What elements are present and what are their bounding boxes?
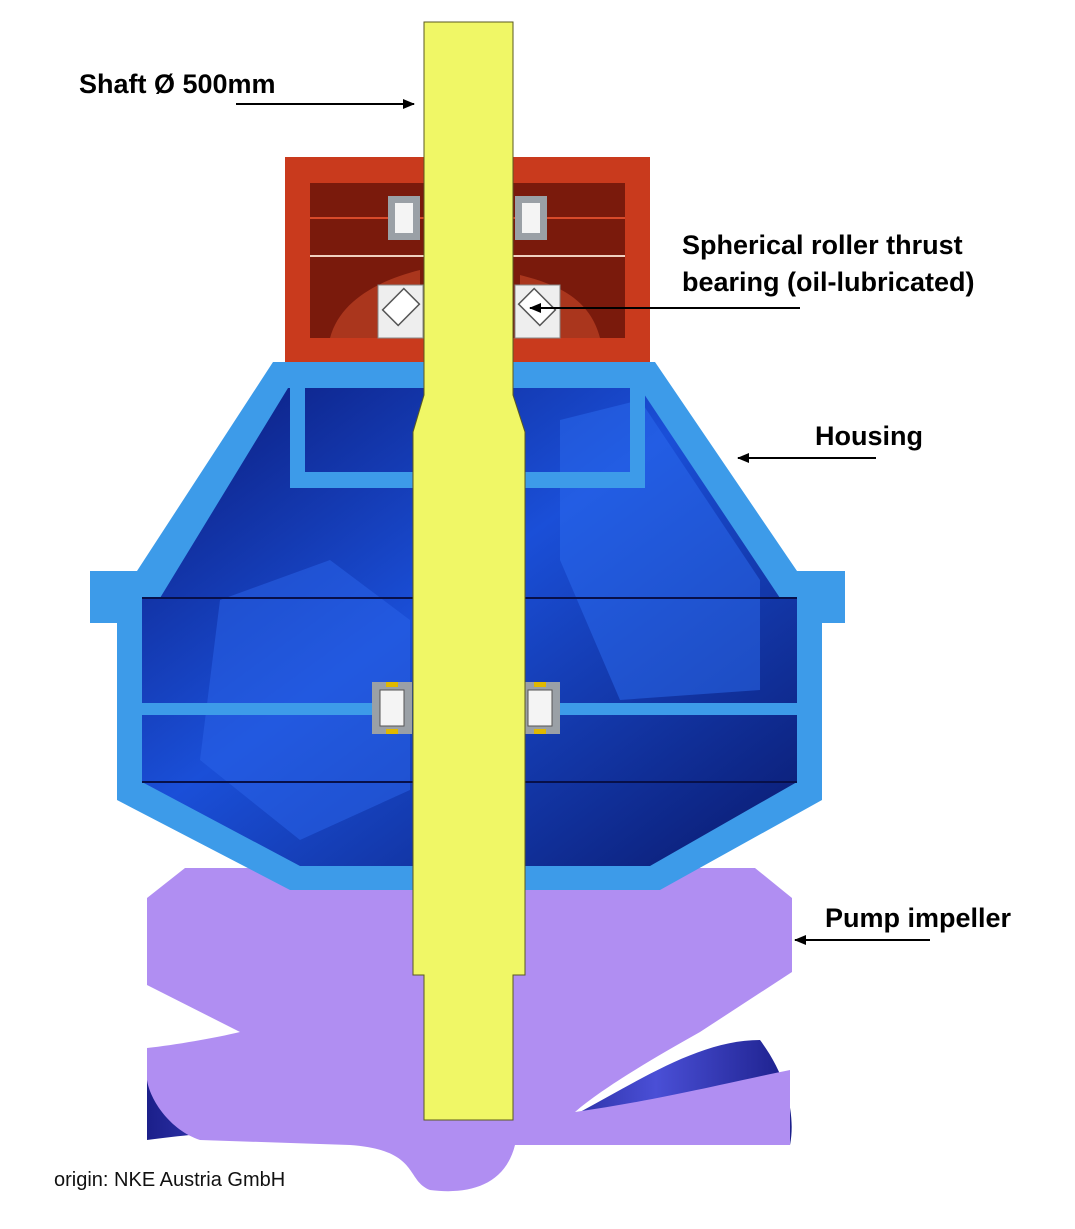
housing-interior-highlight [200,560,410,840]
source-credit: origin: NKE Austria GmbH [54,1169,286,1191]
housing-label: Housing [815,421,923,451]
shaft [412,21,526,1121]
guide-bearing-right [520,682,560,734]
spherical-roller-thrust-bearing-left [377,284,424,339]
thrust-bearing-label-line2: bearing (oil-lubricated) [682,267,975,297]
thrust-bearing-label-line1: Spherical roller thrust [682,230,963,260]
shaft-label: Shaft Ø 500mm [79,69,276,99]
spherical-roller-thrust-bearing-right [514,284,561,339]
housing-support-rib-left [142,703,382,715]
housing-inner-cup-left [290,388,415,488]
housing-support-rib-right [555,703,797,715]
guide-bearing-left [372,682,412,734]
impeller-label: Pump impeller [825,903,1012,933]
housing-inner-cup-right [525,388,645,488]
